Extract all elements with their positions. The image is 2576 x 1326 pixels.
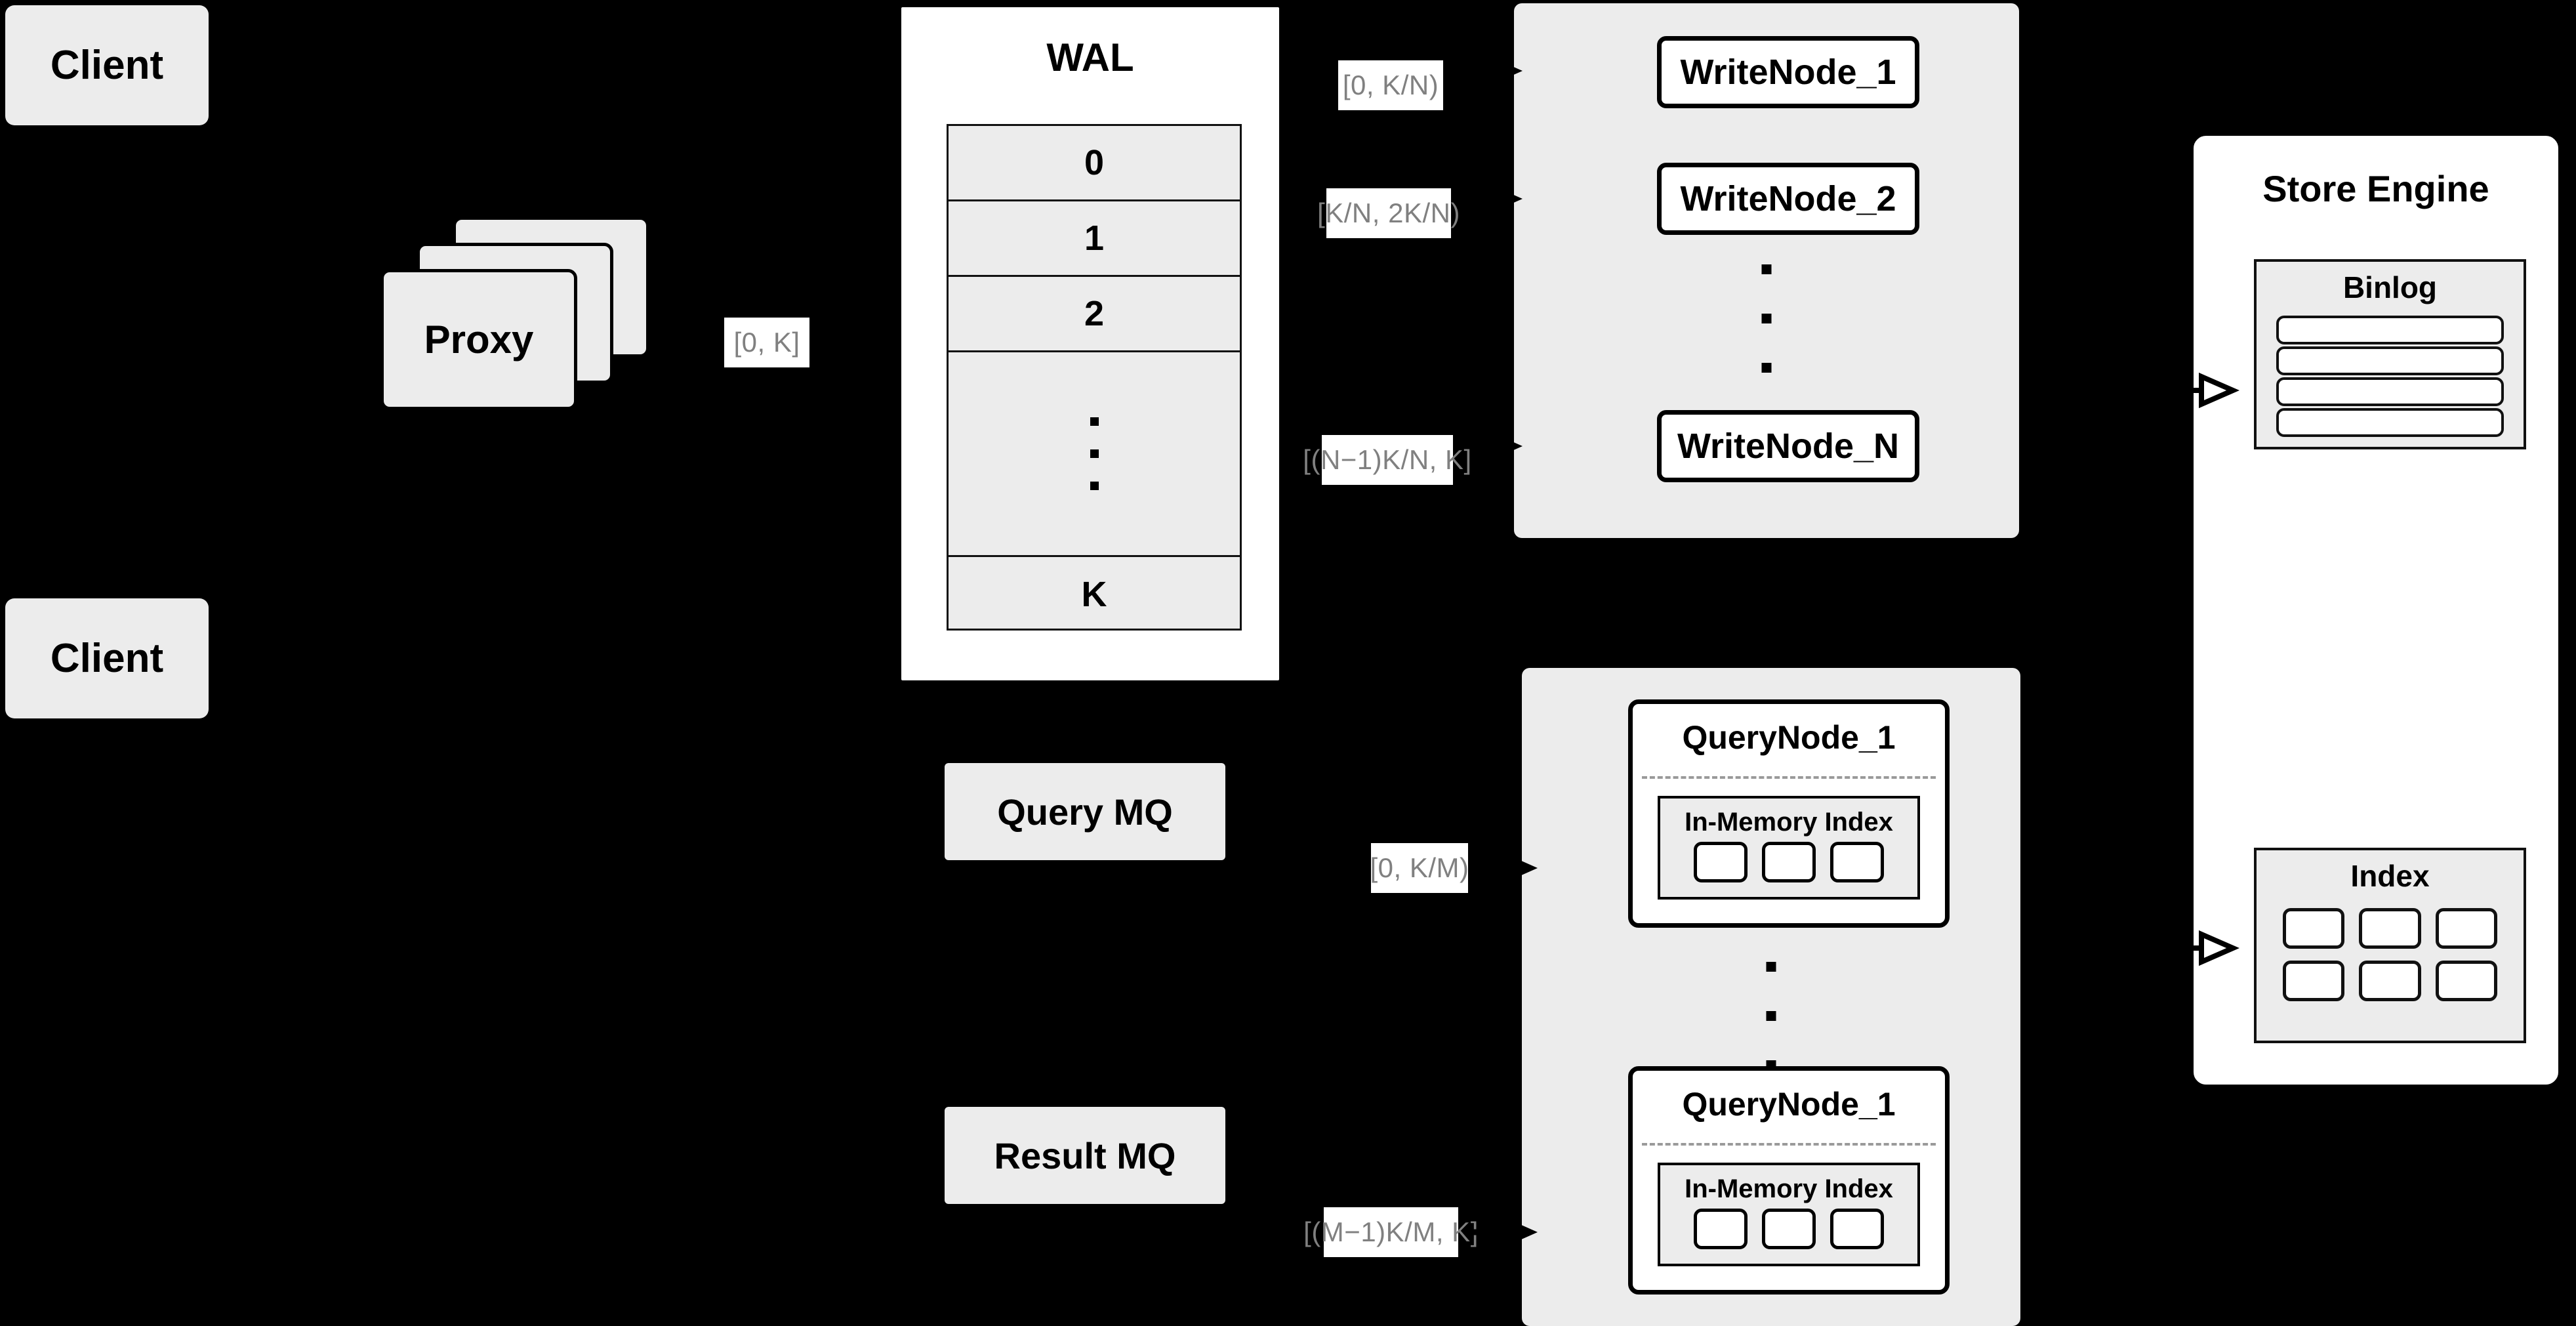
query-node-m-inmemory-index: In-Memory Index [1658,1163,1920,1266]
query-mq-box[interactable]: Query MQ [945,763,1225,860]
inmemory-index-title: In-Memory Index [1685,1174,1893,1203]
ellipsis-dot [1090,417,1099,426]
client-box-1[interactable]: Client [5,5,209,125]
query-node-m[interactable]: QueryNode_1 In-Memory Index [1628,1066,1950,1295]
inmemory-index-cells [1660,842,1917,882]
write-node-n[interactable]: WriteNode_N [1657,410,1919,482]
inmemory-index-cell [1830,842,1884,882]
write-node-cluster: WriteNode_1 WriteNode_2 WriteNode_N [1514,3,2019,538]
wal-title: WAL [1046,35,1134,79]
ellipsis-dot [1766,1011,1776,1021]
wal-entry-table: 0 1 2 K [947,124,1242,631]
arrow-to-binlog [2165,372,2239,409]
arrow-to-index [2165,930,2239,966]
range-label-text: [(N−1)K/N, K] [1303,444,1472,475]
ellipsis-dot [1761,314,1772,323]
result-mq-label: Result MQ [994,1134,1176,1176]
binlog-row [2276,377,2504,406]
index-cell [2283,908,2345,949]
store-engine-title: Store Engine [2262,168,2489,209]
index-cell [2435,961,2497,1001]
index-box: Index [2254,848,2526,1043]
range-label-text: [0, K] [733,327,800,358]
binlog-rows [2276,316,2504,437]
ellipsis-dot [1761,264,1772,274]
index-grid [2283,908,2497,1001]
index-cell [2359,961,2421,1001]
binlog-box: Binlog [2254,259,2526,449]
binlog-title: Binlog [2342,270,2438,304]
query-node-m-title: QueryNode_1 [1682,1086,1896,1123]
wal-row-k: K [1081,574,1107,614]
arrow-query-mq-to-query-node-m [1468,1222,1538,1243]
wal-row-ellipsis [949,352,1240,557]
query-cluster-ellipsis [1766,962,1776,1070]
query-node-1-divider [1642,776,1936,779]
query-node-1-title: QueryNode_1 [1682,719,1896,756]
write-node-2-label: WriteNode_2 [1680,179,1896,218]
result-mq-box[interactable]: Result MQ [945,1107,1225,1204]
write-node-n-label: WriteNode_N [1677,426,1900,466]
inmemory-index-cell [1762,842,1816,882]
query-node-1-inmemory-index: In-Memory Index [1658,796,1920,900]
query-node-1[interactable]: QueryNode_1 In-Memory Index [1628,699,1950,928]
proxy-stack[interactable]: Proxy [380,217,682,433]
range-label-write-2: [K/N, 2K/N) [1317,188,1460,238]
ellipsis-dot [1766,962,1776,972]
proxy-card-front[interactable]: Proxy [380,269,577,410]
range-label-text: [0, K/N) [1342,70,1439,100]
ellipsis-dot [1090,482,1099,490]
wal-row-2: 2 [949,277,1240,352]
inmemory-index-cell [1830,1209,1884,1249]
write-node-1[interactable]: WriteNode_1 [1657,36,1919,108]
ellipsis-dot [1761,363,1772,373]
store-engine-box: Store Engine Binlog Index [2189,131,2563,1089]
index-title: Index [2350,859,2430,893]
inmemory-index-cell [1762,1209,1816,1249]
wal-row-1: 1 [949,201,1240,277]
write-node-2[interactable]: WriteNode_2 [1657,163,1919,235]
range-label-text: [K/N, 2K/N) [1317,197,1460,228]
wal-box: WAL 0 1 2 K [897,3,1283,684]
index-cell [2359,908,2421,949]
range-label-text: [0, K/M) [1370,852,1469,883]
range-label-write-n: [(N−1)K/N, K] [1303,435,1471,485]
arrow-wal-to-write-node-2 [1453,188,1523,209]
binlog-row [2276,408,2504,437]
range-label-write-1: [0, K/N) [1338,60,1443,110]
range-label-proxy-out: [0, K] [724,318,809,367]
range-label-query-m: [(M−1)K/M, K] [1303,1207,1478,1257]
index-cell [2283,961,2345,1001]
client-box-2[interactable]: Client [5,598,209,718]
query-node-cluster: QueryNode_1 In-Memory Index QueryNode_1 … [1522,668,2020,1326]
proxy-label: Proxy [424,318,534,362]
ellipsis-dot [1090,449,1099,458]
query-node-m-divider [1642,1143,1936,1146]
wal-row-0: 0 [949,126,1240,201]
client-label-1: Client [50,43,164,88]
query-mq-label: Query MQ [997,791,1173,833]
inmemory-index-cells [1660,1209,1917,1249]
arrow-wal-to-write-node-1 [1453,60,1523,81]
inmemory-index-cell [1694,1209,1748,1249]
range-label-query-1: [0, K/M) [1370,843,1469,893]
inmemory-index-title: In-Memory Index [1685,808,1893,837]
write-node-1-label: WriteNode_1 [1680,52,1896,92]
binlog-row [2276,346,2504,375]
index-cell [2435,908,2497,949]
write-cluster-ellipsis [1761,264,1772,373]
inmemory-index-cell [1694,842,1748,882]
arrow-query-mq-to-query-node-1 [1468,858,1538,879]
binlog-row [2276,316,2504,344]
range-label-text: [(M−1)K/M, K] [1303,1216,1479,1247]
arrow-wal-to-write-node-n [1453,436,1523,457]
client-label-2: Client [50,636,164,681]
